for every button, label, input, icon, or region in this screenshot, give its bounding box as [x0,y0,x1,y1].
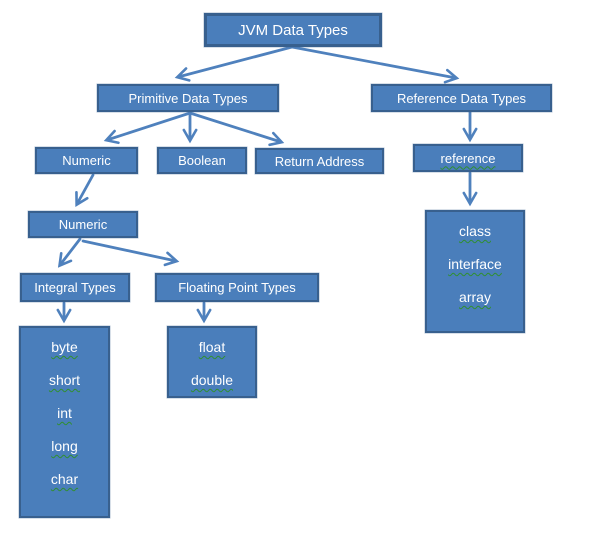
list-item: int [57,405,72,421]
node-integral-values: byte short int long char [19,326,110,518]
node-label: Integral Types [34,280,116,295]
arrow-jvm-to-primitive [174,45,294,82]
node-numeric-level2: Numeric [28,211,138,238]
node-label: reference [440,150,496,166]
list-item: short [48,372,81,388]
arrow-primitive-to-return-address [188,111,285,147]
list-item: class [459,223,491,239]
node-label: Floating Point Types [178,280,296,295]
list-item: char [50,471,79,487]
node-reference-data-types: Reference Data Types [371,84,552,112]
list-item: long [51,438,78,454]
node-jvm-data-types: JVM Data Types [204,13,382,47]
node-floating-point-types: Floating Point Types [155,273,319,302]
node-floating-point-values: float double [167,326,257,398]
node-label: Numeric [58,217,108,232]
node-label: Return Address [274,153,365,169]
node-boolean: Boolean [157,147,247,174]
node-reference: reference [413,144,523,172]
node-return-address: Return Address [255,148,384,174]
arrow-numeric-to-integral [57,237,82,268]
list-item: interface [448,256,502,272]
arrow-jvm-to-reference-types [290,45,460,84]
node-primitive-data-types: Primitive Data Types [97,84,279,112]
node-reference-values: class interface array [425,210,525,333]
node-label: Boolean [178,153,226,168]
node-integral-types: Integral Types [20,273,130,302]
node-label: Numeric [62,153,111,168]
arrow-primitive-to-numeric [103,111,192,145]
list-item: array [459,289,491,305]
arrow-numeric-to-numeric [75,173,95,207]
node-label: Reference Data Types [396,90,527,106]
list-item: byte [51,339,78,355]
node-label: Primitive Data Types [128,90,248,106]
node-numeric-level1: Numeric [35,147,138,174]
list-item: double [190,372,234,388]
list-item: float [198,339,226,355]
arrow-numeric-to-floating [81,239,180,267]
node-label: JVM Data Types [238,21,348,39]
